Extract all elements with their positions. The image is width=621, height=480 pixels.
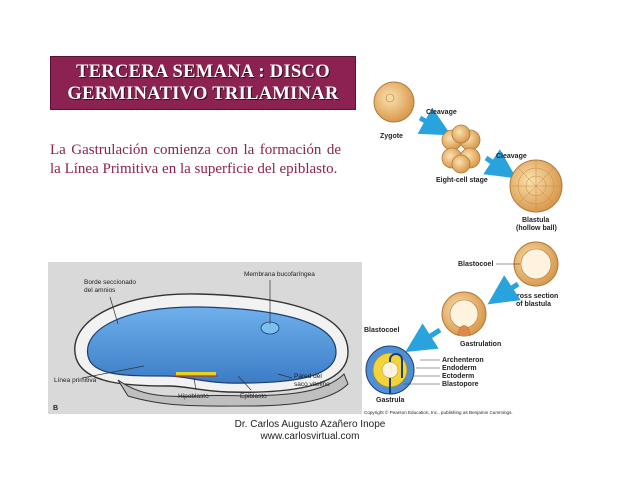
label-endoderm: Endoderm — [442, 365, 477, 372]
yolk-sac-wall — [117, 373, 349, 407]
label-blastopore: Blastopore — [442, 381, 479, 388]
label-eight-cell: Eight-cell stage — [436, 177, 488, 184]
label-blastocoel-2: Blastocoel — [364, 327, 399, 334]
label-copyright: Copyright © Pearson Education, Inc., pub… — [364, 409, 513, 415]
slide-title-line-2: GERMINATIVO TRILAMINAR — [67, 84, 339, 104]
credit-author: Dr. Carlos Augusto Azañero Inope — [234, 419, 386, 430]
body-paragraph: La Gastrulación comienza con la formació… — [50, 142, 341, 177]
label-archenteron: Archenteron — [442, 357, 484, 364]
label-cross-section-2: of blastula — [516, 301, 551, 308]
label-blastula: Blastula — [522, 217, 549, 224]
label-blastocoel-1: Blastocoel — [458, 261, 493, 268]
germinal-disc-figure: Borde seccionado del amnios Membrana buc… — [48, 262, 362, 414]
slide-title-line-1: TERCERA SEMANA : DISCO — [76, 62, 330, 82]
embryo-development-figure: Zygote Cleavage Eight-cell stage Cleavag… — [364, 81, 563, 415]
arrow-to-gastrulation — [487, 275, 521, 305]
label-cleavage-2: Cleavage — [496, 153, 527, 160]
label-gastrula: Gastrula — [376, 397, 405, 404]
arrow-cleavage-1 — [417, 107, 452, 136]
label-hollow-ball: (hollow ball) — [516, 225, 557, 232]
label-borde-2: del amnios — [84, 287, 116, 294]
arrow-cleavage-2 — [483, 149, 517, 179]
zygote-cell — [373, 81, 415, 123]
label-gastrulation: Gastrulation — [460, 341, 501, 348]
label-ectoderm: Ectoderm — [442, 373, 474, 380]
label-panel-b: B — [53, 405, 58, 412]
label-hipoblasto: Hipoblasto — [178, 393, 209, 400]
label-cleavage-1: Cleavage — [426, 109, 457, 116]
eight-cell-embryo — [441, 124, 481, 174]
label-pared-1: Pared del — [294, 373, 322, 380]
label-borde-1: Borde seccionado — [84, 279, 136, 286]
slide-title-box: TERCERA SEMANA : DISCO GERMINATIVO TRILA… — [50, 56, 356, 110]
label-cross-section-1: Cross section — [512, 293, 558, 300]
credit-website: www.carlosvirtual.com — [260, 431, 360, 442]
gastrula — [365, 345, 415, 395]
label-zygote: Zygote — [380, 133, 403, 140]
label-membrana: Membrana bucofaríngea — [244, 271, 315, 278]
arrow-to-gastrula — [405, 323, 442, 353]
label-pared-2: saco vitelino — [294, 381, 330, 388]
label-epiblasto: Epiblasto — [240, 393, 267, 400]
author-credit: Dr. Carlos Augusto Azañero Inope www.car… — [210, 419, 410, 443]
label-linea-primitiva: Línea primitiva — [54, 377, 97, 384]
